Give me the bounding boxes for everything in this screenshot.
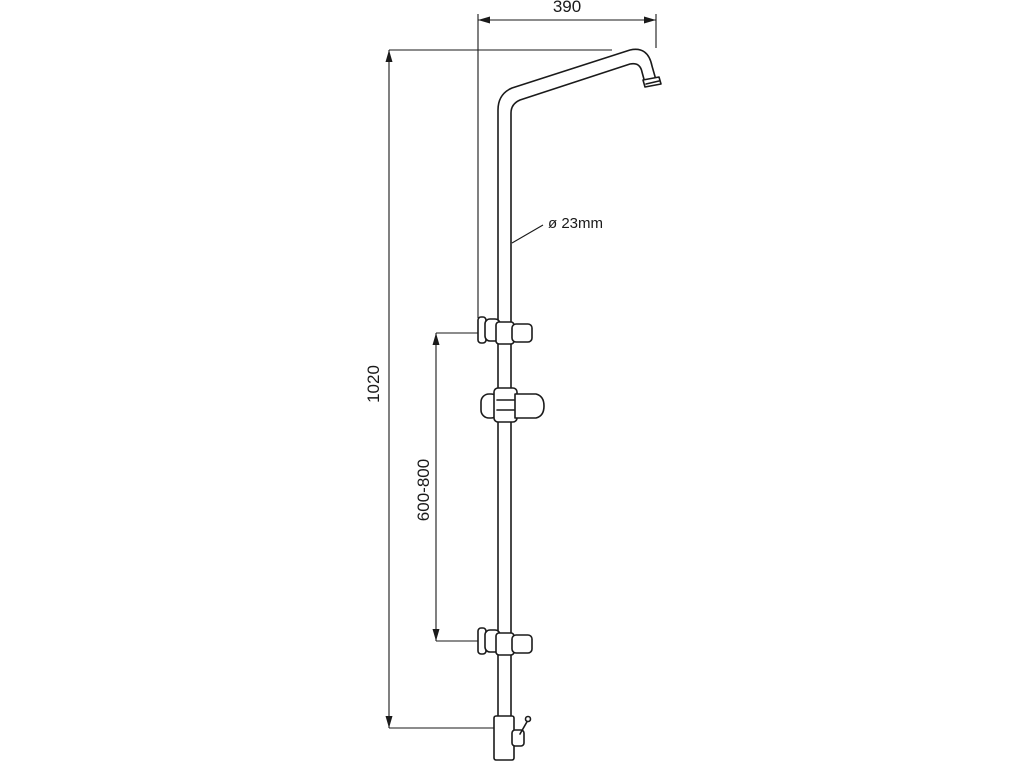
- shower-arm: [497, 48, 662, 323]
- spacing-arrow-top: [432, 333, 440, 345]
- bracket-spacing-label: 600-800: [414, 459, 433, 521]
- arm-outer-edge: [497, 48, 657, 321]
- height-label: 1020: [364, 365, 383, 403]
- width-arrow-right: [644, 16, 656, 24]
- bottom-bracket-knob: [511, 634, 533, 654]
- top-bracket-knob: [511, 323, 533, 343]
- pipe-diameter-label: ø 23mm: [548, 215, 603, 232]
- diverter-lever-handle: [519, 719, 529, 735]
- bottom-wall-bracket: [477, 627, 533, 656]
- top-wall-bracket: [477, 316, 533, 345]
- diverter-body: [493, 715, 515, 761]
- arm-inner-edge: [510, 62, 646, 323]
- holder-body: [493, 387, 518, 423]
- width-dimension: 390: [477, 0, 657, 318]
- bracket-spacing-dimension: 600-800: [414, 332, 484, 642]
- height-dimension: 1020: [364, 49, 612, 729]
- diameter-leader-line: [511, 224, 544, 244]
- diverter-valve: [493, 715, 532, 761]
- spacing-arrow-bottom: [432, 629, 440, 641]
- diverter-lever-tip: [524, 715, 532, 723]
- holder-cradle: [514, 393, 545, 419]
- height-arrow-bottom: [385, 716, 393, 728]
- width-label: 390: [553, 0, 581, 16]
- height-arrow-top: [385, 50, 393, 62]
- nozzle-rim: [645, 80, 660, 85]
- diverter-lever-base: [511, 729, 525, 747]
- diameter-callout: ø 23mm: [511, 215, 603, 244]
- sliding-holder: [480, 387, 545, 423]
- width-arrow-left: [478, 16, 490, 24]
